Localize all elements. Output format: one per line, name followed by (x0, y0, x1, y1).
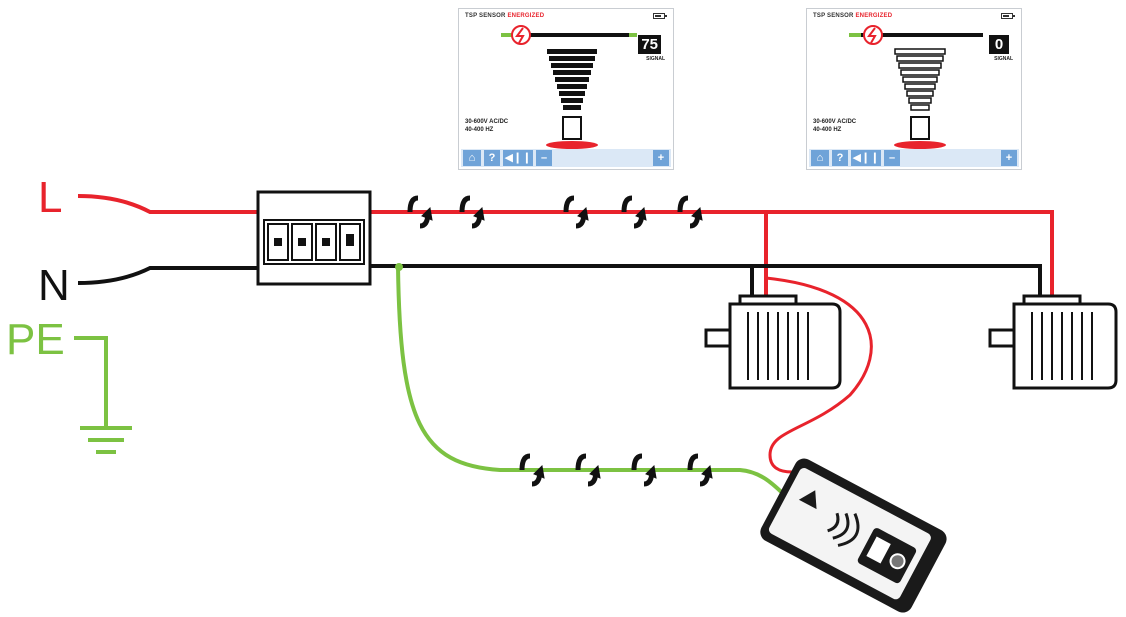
plus-icon[interactable]: + (1001, 150, 1017, 166)
home-icon[interactable]: ⌂ (811, 150, 829, 166)
motor-1 (704, 294, 842, 390)
home-icon[interactable]: ⌂ (463, 150, 481, 166)
receiver-device (760, 458, 947, 613)
sensor-graphic (849, 25, 983, 149)
line-label: L (38, 173, 63, 222)
screen-title: TSP SENSOR ENERGIZED (465, 13, 545, 19)
screen-toolbar: ⌂ ? ◀❙❙ – + (809, 149, 1019, 167)
neutral-label: N (38, 261, 70, 310)
volume-icon[interactable]: ◀❙❙ (503, 150, 533, 166)
spec-text: 30-600V AC/DC 40-400 HZ (813, 119, 857, 133)
earth-test-lead (396, 265, 792, 502)
battery-icon (1001, 13, 1015, 19)
sensor-screen-idle: TSP SENSOR ENERGIZED 0 SIGNAL 30-600V AC… (806, 8, 1022, 170)
plus-icon[interactable]: + (653, 150, 669, 166)
signal-label: SIGNAL (646, 56, 665, 62)
signal-readout: 75 (638, 35, 661, 54)
volume-icon[interactable]: ◀❙❙ (851, 150, 881, 166)
motor-2 (988, 294, 1118, 390)
battery-icon (653, 13, 667, 19)
sensor-graphic (501, 25, 637, 149)
ground-symbol (80, 426, 132, 454)
line-wire-main (370, 210, 1054, 298)
signal-arrows-earth (519, 453, 713, 487)
signal-readout: 0 (989, 35, 1009, 54)
screen-toolbar: ⌂ ? ◀❙❙ – + (461, 149, 671, 167)
earth-label: PE (6, 315, 65, 364)
sensor-screen-energized: TSP SENSOR ENERGIZED 75 SIGNAL 30-600V A… (458, 8, 674, 170)
minus-icon[interactable]: – (884, 150, 900, 166)
line-test-lead (765, 276, 873, 474)
screen-title: TSP SENSOR ENERGIZED (813, 13, 893, 19)
help-icon[interactable]: ? (832, 150, 848, 166)
signal-label: SIGNAL (994, 56, 1013, 62)
spec-text: 30-600V AC/DC 40-400 HZ (465, 119, 509, 133)
neutral-wire (77, 266, 258, 285)
help-icon[interactable]: ? (484, 150, 500, 166)
neutral-wire-main (370, 264, 1042, 298)
earth-wire (74, 336, 108, 426)
minus-icon[interactable]: – (536, 150, 552, 166)
signal-arrows-line (407, 195, 703, 229)
line-wire (77, 194, 258, 214)
breaker-box (256, 190, 372, 286)
